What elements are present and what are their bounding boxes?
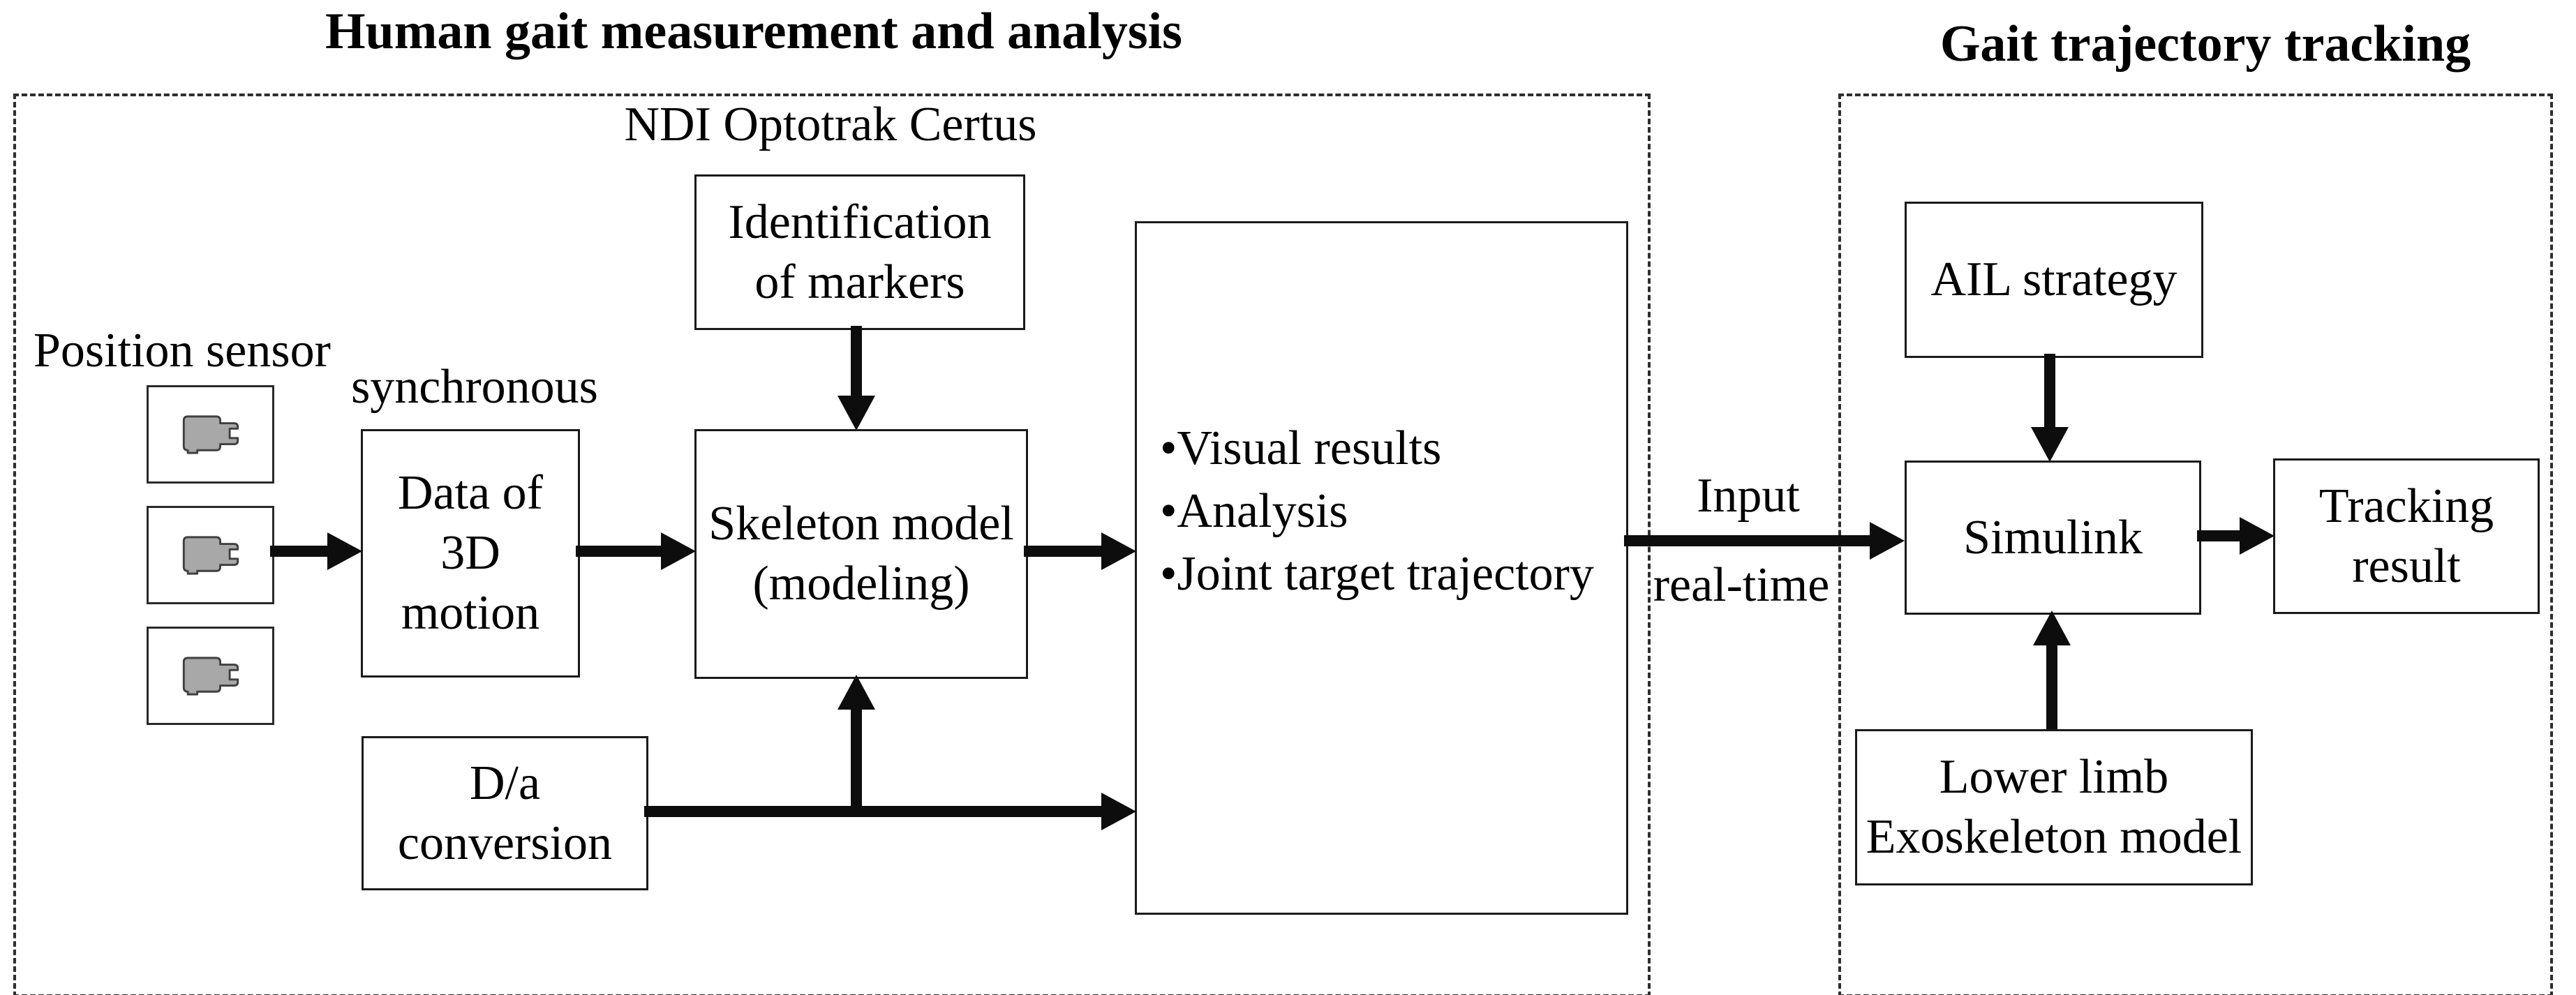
position-sensor-label: Position sensor — [33, 324, 331, 377]
results-item: •Visual results — [1160, 421, 1442, 475]
arrow-ail-to-simulink-head — [2031, 427, 2069, 462]
arrow-results-to-simulink-shaft — [1624, 535, 1871, 546]
arrow-cameras-to-data-head — [327, 532, 362, 570]
arrow-results-to-simulink-head — [1870, 522, 1905, 560]
position-sensor-box-2 — [147, 506, 274, 604]
ail-strategy-box: AIL strategy — [1905, 202, 2203, 358]
arrow-da-to-results-head — [1101, 793, 1136, 830]
arrow-cameras-to-data-shaft — [270, 546, 329, 557]
box-line: conversion — [397, 816, 613, 870]
arrow-identification-to-skeleton-head — [837, 396, 875, 431]
box-line: Lower limb — [1939, 750, 2169, 804]
box-line: motion — [401, 586, 540, 640]
real-time-label: real-time — [1653, 558, 1830, 612]
position-sensor-box-3 — [147, 627, 274, 725]
right-section-title: Gait trajectory tracking — [1940, 15, 2471, 73]
video-camera-icon — [182, 535, 239, 575]
arrow-ail-to-simulink-shaft — [2044, 354, 2055, 428]
box-line: AIL strategy — [1930, 253, 2177, 306]
data-3d-motion-box: Data of 3D motion — [361, 429, 580, 678]
video-camera-icon — [182, 414, 239, 454]
box-line: Skeleton model — [708, 497, 1014, 551]
left-section-title: Human gait measurement and analysis — [325, 3, 1182, 60]
ndi-optotrak-label: NDI Optotrak Certus — [624, 98, 1037, 151]
results-box — [1135, 221, 1628, 915]
video-camera-icon — [182, 656, 239, 696]
box-line: Tracking — [2318, 479, 2494, 533]
box-line: Identification — [728, 195, 992, 249]
box-line: Simulink — [1963, 510, 2143, 564]
arrow-da-branch-to-skeleton-head — [837, 675, 875, 710]
arrow-lowerlimb-to-simulink-shaft — [2046, 643, 2057, 729]
da-conversion-box: D/a conversion — [362, 736, 648, 890]
arrow-skeleton-to-results-head — [1101, 532, 1136, 570]
results-bullet-list: •Visual results •Analysis •Joint target … — [1160, 417, 1594, 606]
box-line: (modeling) — [752, 557, 970, 611]
input-label: Input — [1697, 469, 1800, 523]
box-line: Exoskeleton model — [1866, 810, 2242, 864]
arrow-da-branch-to-skeleton-shaft — [851, 708, 862, 811]
arrow-skeleton-to-results-shaft — [1024, 546, 1103, 557]
position-sensor-box-1 — [147, 385, 274, 484]
skeleton-model-box: Skeleton model (modeling) — [694, 429, 1028, 679]
results-item: •Analysis — [1160, 484, 1348, 538]
arrow-da-to-results-shaft — [644, 806, 1103, 817]
arrow-identification-to-skeleton-shaft — [851, 326, 862, 397]
box-line: D/a — [469, 756, 541, 810]
tracking-result-box: Tracking result — [2273, 458, 2540, 614]
results-item: •Joint target trajectory — [1160, 547, 1594, 601]
arrow-data-to-skeleton-head — [661, 532, 696, 570]
arrow-simulink-to-tracking-head — [2240, 517, 2275, 555]
arrow-simulink-to-tracking-shaft — [2197, 530, 2241, 541]
lower-limb-exoskeleton-box: Lower limb Exoskeleton model — [1855, 729, 2253, 885]
synchronous-label: synchronous — [351, 360, 598, 414]
arrow-lowerlimb-to-simulink-head — [2033, 611, 2071, 645]
simulink-box: Simulink — [1905, 461, 2201, 615]
box-line: of markers — [754, 255, 965, 309]
box-line: result — [2352, 539, 2461, 593]
identification-box: Identification of markers — [694, 174, 1025, 330]
arrow-data-to-skeleton-shaft — [576, 546, 662, 557]
box-line: 3D — [440, 526, 500, 580]
box-line: Data of — [398, 466, 543, 520]
